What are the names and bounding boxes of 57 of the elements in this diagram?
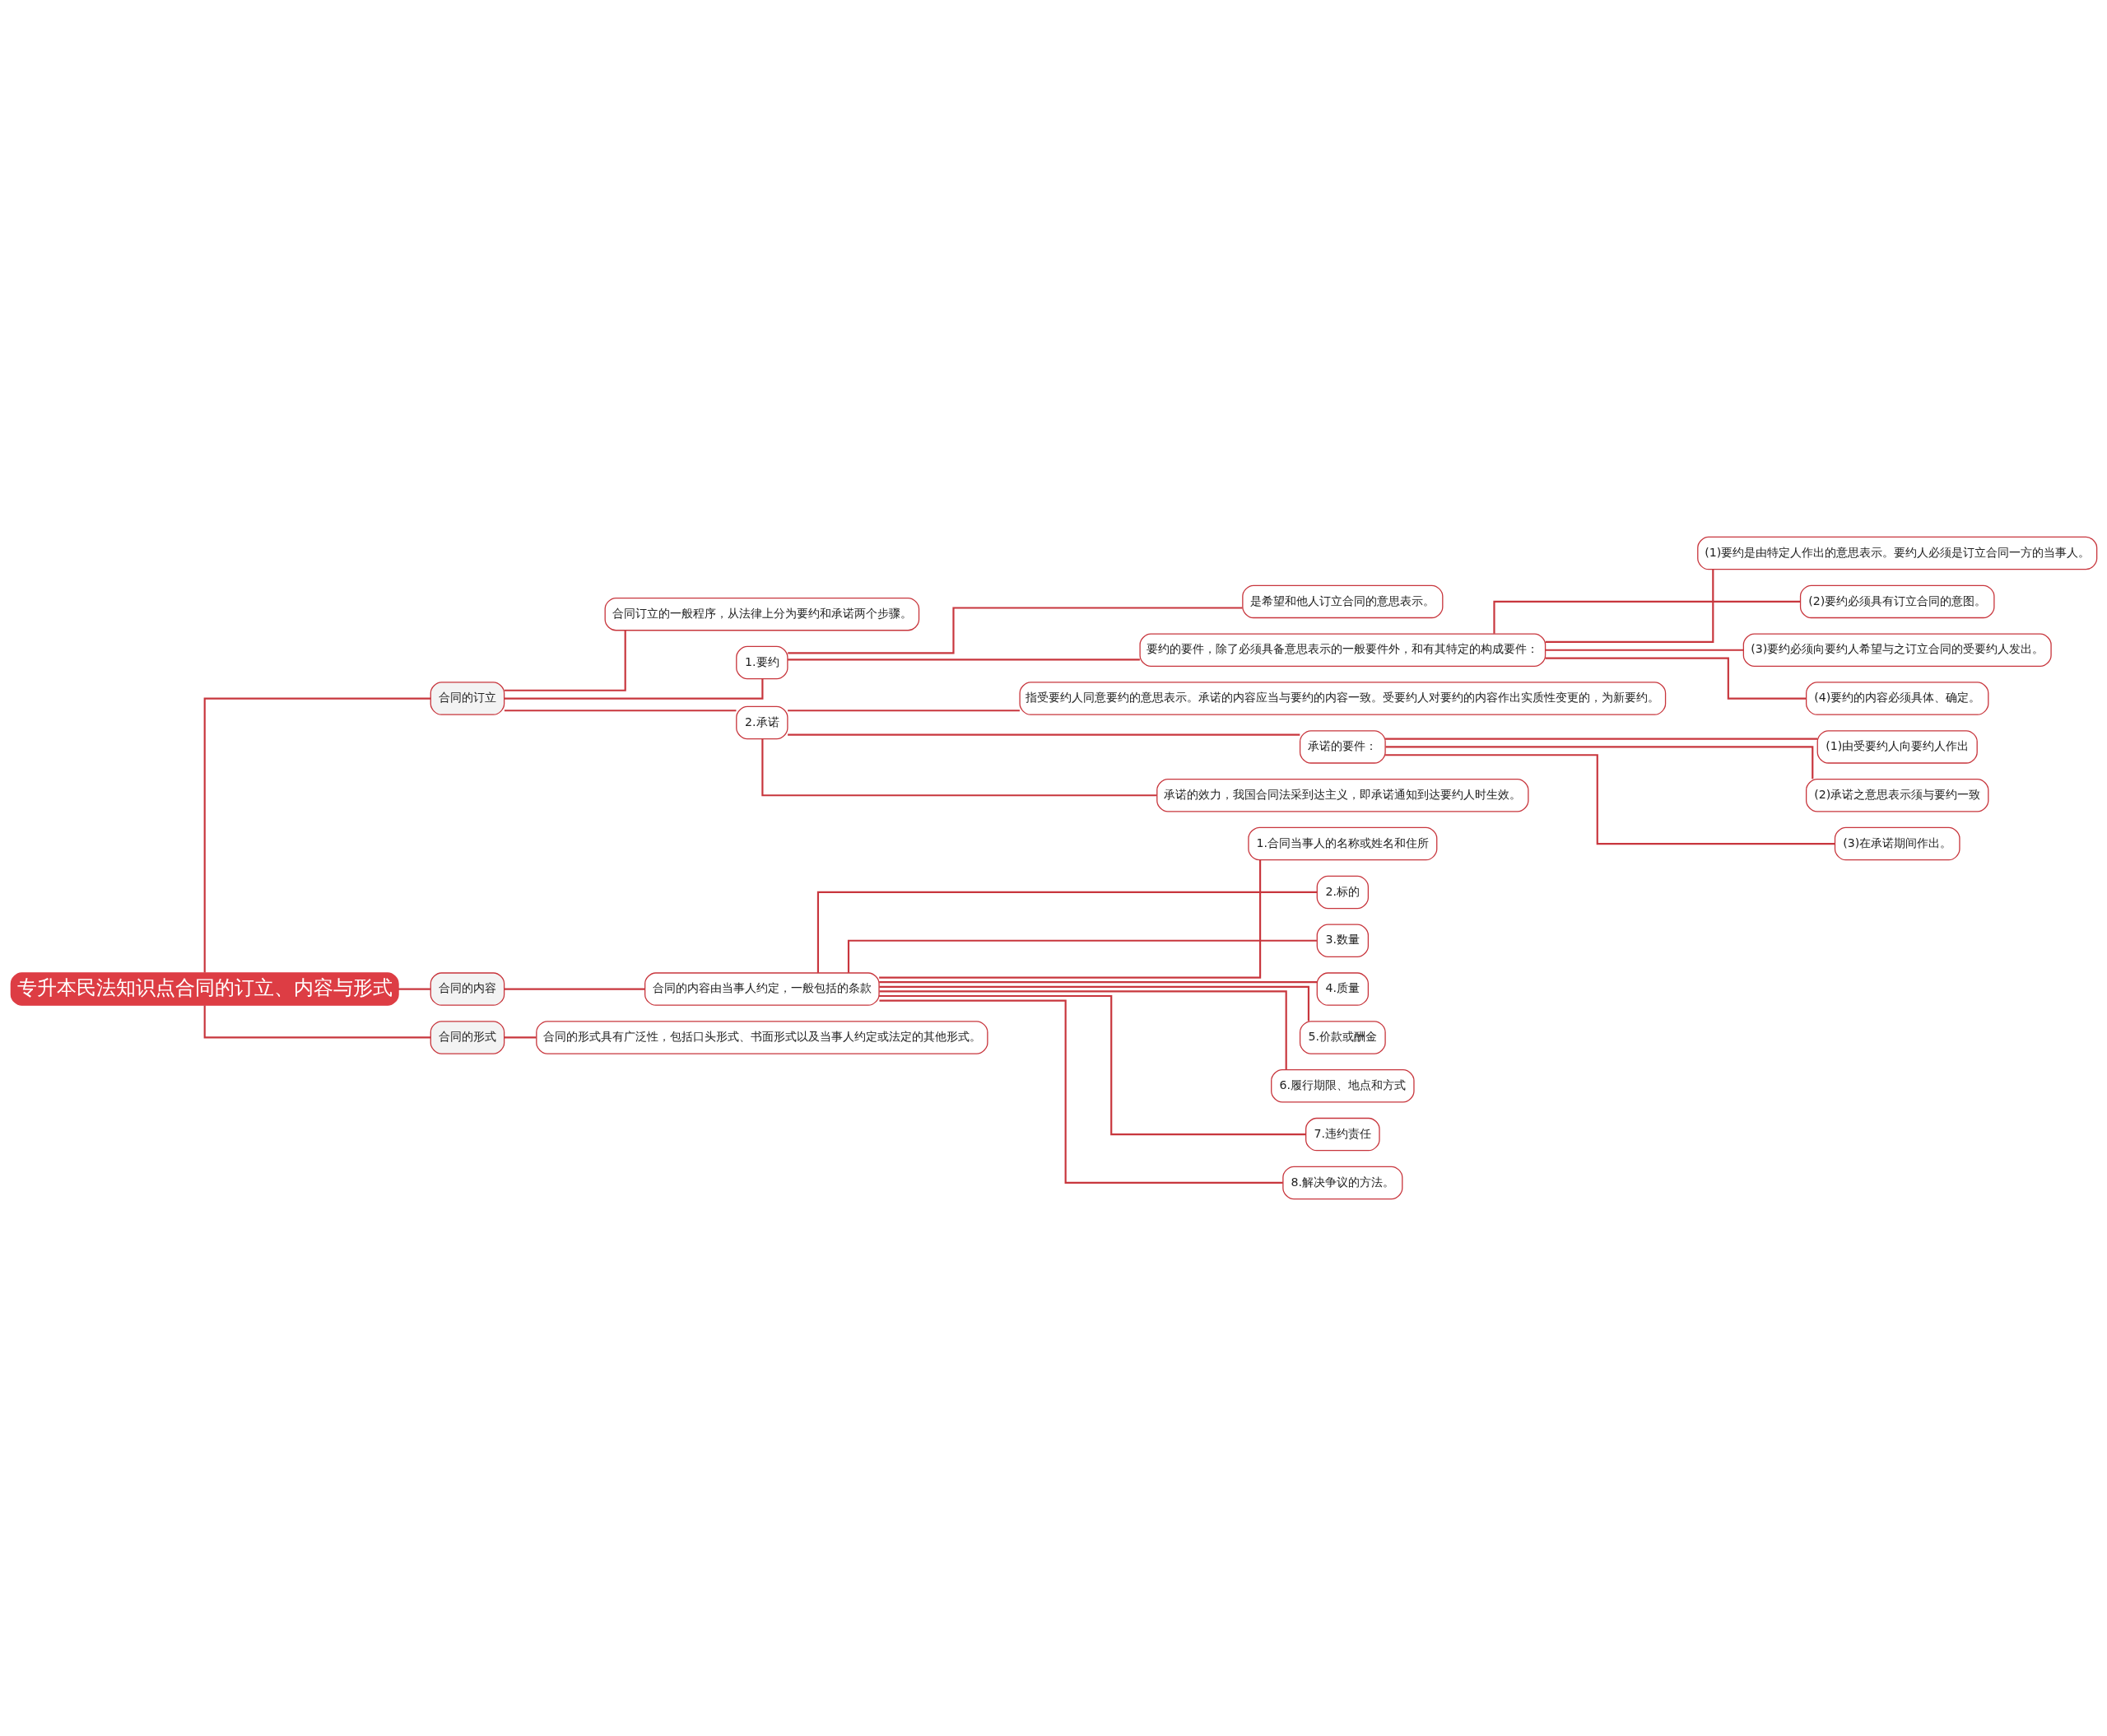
node-box: (3)在承诺期间作出。 (1834, 826, 1960, 861)
node-box: 1.要约 (735, 645, 788, 680)
node-box: (1)要约是由特定人作出的意思表示。要约人必须是订立合同一方的当事人。 (1696, 536, 2097, 570)
node-box: 指受要约人同意要约的意思表示。承诺的内容应当与要约的内容一致。受要约人对要约的内容作出实质性变更的，为新要约。 (1018, 682, 1666, 715)
node-box: 是希望和他人订立合同的意思表示。 (1241, 584, 1443, 619)
connector (504, 988, 644, 990)
connector (787, 659, 1140, 661)
node-box: 合同的形式具有广泛性，包括口头形式、书面形式以及当事人约定或法定的其他形式。 (535, 1021, 988, 1054)
connector (878, 985, 1309, 1022)
node-box: 6.履行期限、地点和方式 (1270, 1069, 1415, 1103)
node-box: 2.承诺 (735, 705, 788, 740)
node-box: 合同订立的一般程序，从法律上分为要约和承诺两个步骤。 (604, 597, 919, 631)
connector (787, 607, 1243, 654)
connector (878, 994, 1305, 1136)
node-box: 8.解决争议的方法。 (1281, 1166, 1402, 1200)
node-box: 合同的内容由当事人约定，一般包括的条款 (644, 972, 880, 1006)
connector (398, 988, 430, 990)
connector (1384, 738, 1817, 740)
connector (203, 697, 430, 973)
node-box: 3.数量 (1316, 924, 1369, 958)
node-box: 2.标的 (1316, 875, 1369, 910)
node-box: 合同的形式 (430, 1021, 505, 1054)
connector (504, 1036, 536, 1039)
connector (1385, 746, 1813, 780)
node-box: (3)要约必须向要约人希望与之订立合同的受要约人发出。 (1742, 633, 2052, 667)
connector (760, 739, 1156, 797)
node-box: (4)要约的内容必须具体、确定。 (1805, 682, 1988, 715)
connector (1384, 754, 1835, 845)
connector (787, 710, 1020, 712)
node-box: 合同的内容 (430, 972, 505, 1006)
connector (504, 710, 736, 712)
connector (847, 939, 1317, 973)
node-box: 承诺的要件： (1299, 730, 1386, 764)
connector (878, 990, 1287, 1070)
connector (1545, 569, 1714, 643)
connector (878, 999, 1283, 1184)
node-box: (2)要约必须具有订立合同的意图。 (1799, 584, 1995, 619)
connector (816, 891, 1317, 973)
node-box: 要约的要件，除了必须具备意思表示的一般要件外，和有其特定的构成要件： (1138, 633, 1546, 667)
node-box: 承诺的效力，我国合同法采到达主义，即承诺通知到达要约人时生效。 (1156, 778, 1529, 812)
connector (878, 981, 1317, 984)
node-box: (2)承诺之意思表示须与要约一致 (1805, 778, 1988, 812)
node-box: 专升本民法知识点合同的订立、内容与形式 (10, 972, 399, 1006)
node-box: 4.质量 (1316, 972, 1369, 1006)
node-box: 1.合同当事人的名称或姓名和住所 (1247, 826, 1437, 861)
connector (1492, 600, 1800, 634)
node-box: (1)由受要约人向要约人作出 (1816, 730, 1978, 764)
connector (1545, 649, 1743, 651)
node-box: 合同的订立 (430, 682, 505, 715)
connector (787, 733, 1300, 736)
connector (878, 860, 1261, 979)
connector (504, 630, 626, 691)
connector (203, 1005, 430, 1039)
connector (504, 678, 763, 700)
connector (1545, 657, 1806, 700)
node-box: 5.价款或酬金 (1299, 1021, 1386, 1054)
node-box: 7.违约责任 (1305, 1117, 1380, 1152)
